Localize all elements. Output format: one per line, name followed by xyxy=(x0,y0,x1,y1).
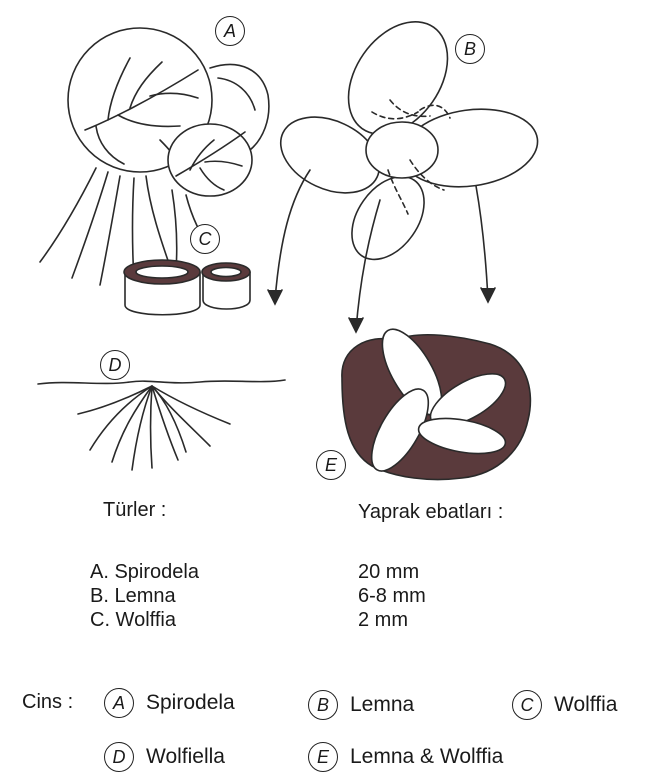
size-row-1: 20 mm xyxy=(358,562,419,582)
species-row-3: C. Wolffia xyxy=(90,610,176,630)
legend-item-c: C Wolffia xyxy=(512,690,617,720)
wolfiella-plant-drawing xyxy=(38,380,285,470)
legend-e-circle: E xyxy=(308,742,338,772)
legend-d-circle: D xyxy=(104,742,134,772)
size-row-2: 6-8 mm xyxy=(358,586,426,606)
label-e-text: E xyxy=(325,455,337,476)
legend-b-letter: B xyxy=(317,695,329,716)
legend-a-circle: A xyxy=(104,688,134,718)
legend-a-name: Spirodela xyxy=(146,691,235,715)
label-d-text: D xyxy=(109,355,122,376)
label-e-circle: E xyxy=(316,450,346,480)
species-header: Türler : xyxy=(103,500,166,520)
legend-c-letter: C xyxy=(521,695,534,716)
duckweed-illustration xyxy=(0,0,646,500)
label-a-circle: A xyxy=(215,16,245,46)
legend-e-letter: E xyxy=(317,747,329,768)
legend-d-letter: D xyxy=(113,747,126,768)
label-c-text: C xyxy=(199,229,212,250)
lemna-wolffia-drawing xyxy=(342,320,531,479)
label-c-circle: C xyxy=(190,224,220,254)
wolffia-plant-drawing xyxy=(124,260,250,315)
legend-b-circle: B xyxy=(308,690,338,720)
label-b-circle: B xyxy=(455,34,485,64)
label-d-circle: D xyxy=(100,350,130,380)
legend-c-circle: C xyxy=(512,690,542,720)
legend-d-name: Wolfiella xyxy=(146,745,225,769)
lemna-plant-drawing xyxy=(268,3,543,332)
label-b-text: B xyxy=(464,39,476,60)
legend-a-letter: A xyxy=(113,693,125,714)
legend-item-e: E Lemna & Wolffia xyxy=(308,742,503,772)
size-row-3: 2 mm xyxy=(358,610,408,630)
species-row-1: A. Spirodela xyxy=(90,562,199,582)
spirodela-plant-drawing xyxy=(40,28,269,285)
legend-item-d: D Wolfiella xyxy=(104,742,225,772)
label-a-text: A xyxy=(224,21,236,42)
genus-label: Cins : xyxy=(22,692,73,712)
species-row-2: B. Lemna xyxy=(90,586,176,606)
legend-c-name: Wolffia xyxy=(554,693,617,717)
legend-b-name: Lemna xyxy=(350,693,414,717)
legend-item-b: B Lemna xyxy=(308,690,414,720)
legend-item-a: A Spirodela xyxy=(104,688,235,718)
legend-e-name: Lemna & Wolffia xyxy=(350,745,503,769)
leaf-size-header: Yaprak ebatları : xyxy=(358,502,503,522)
